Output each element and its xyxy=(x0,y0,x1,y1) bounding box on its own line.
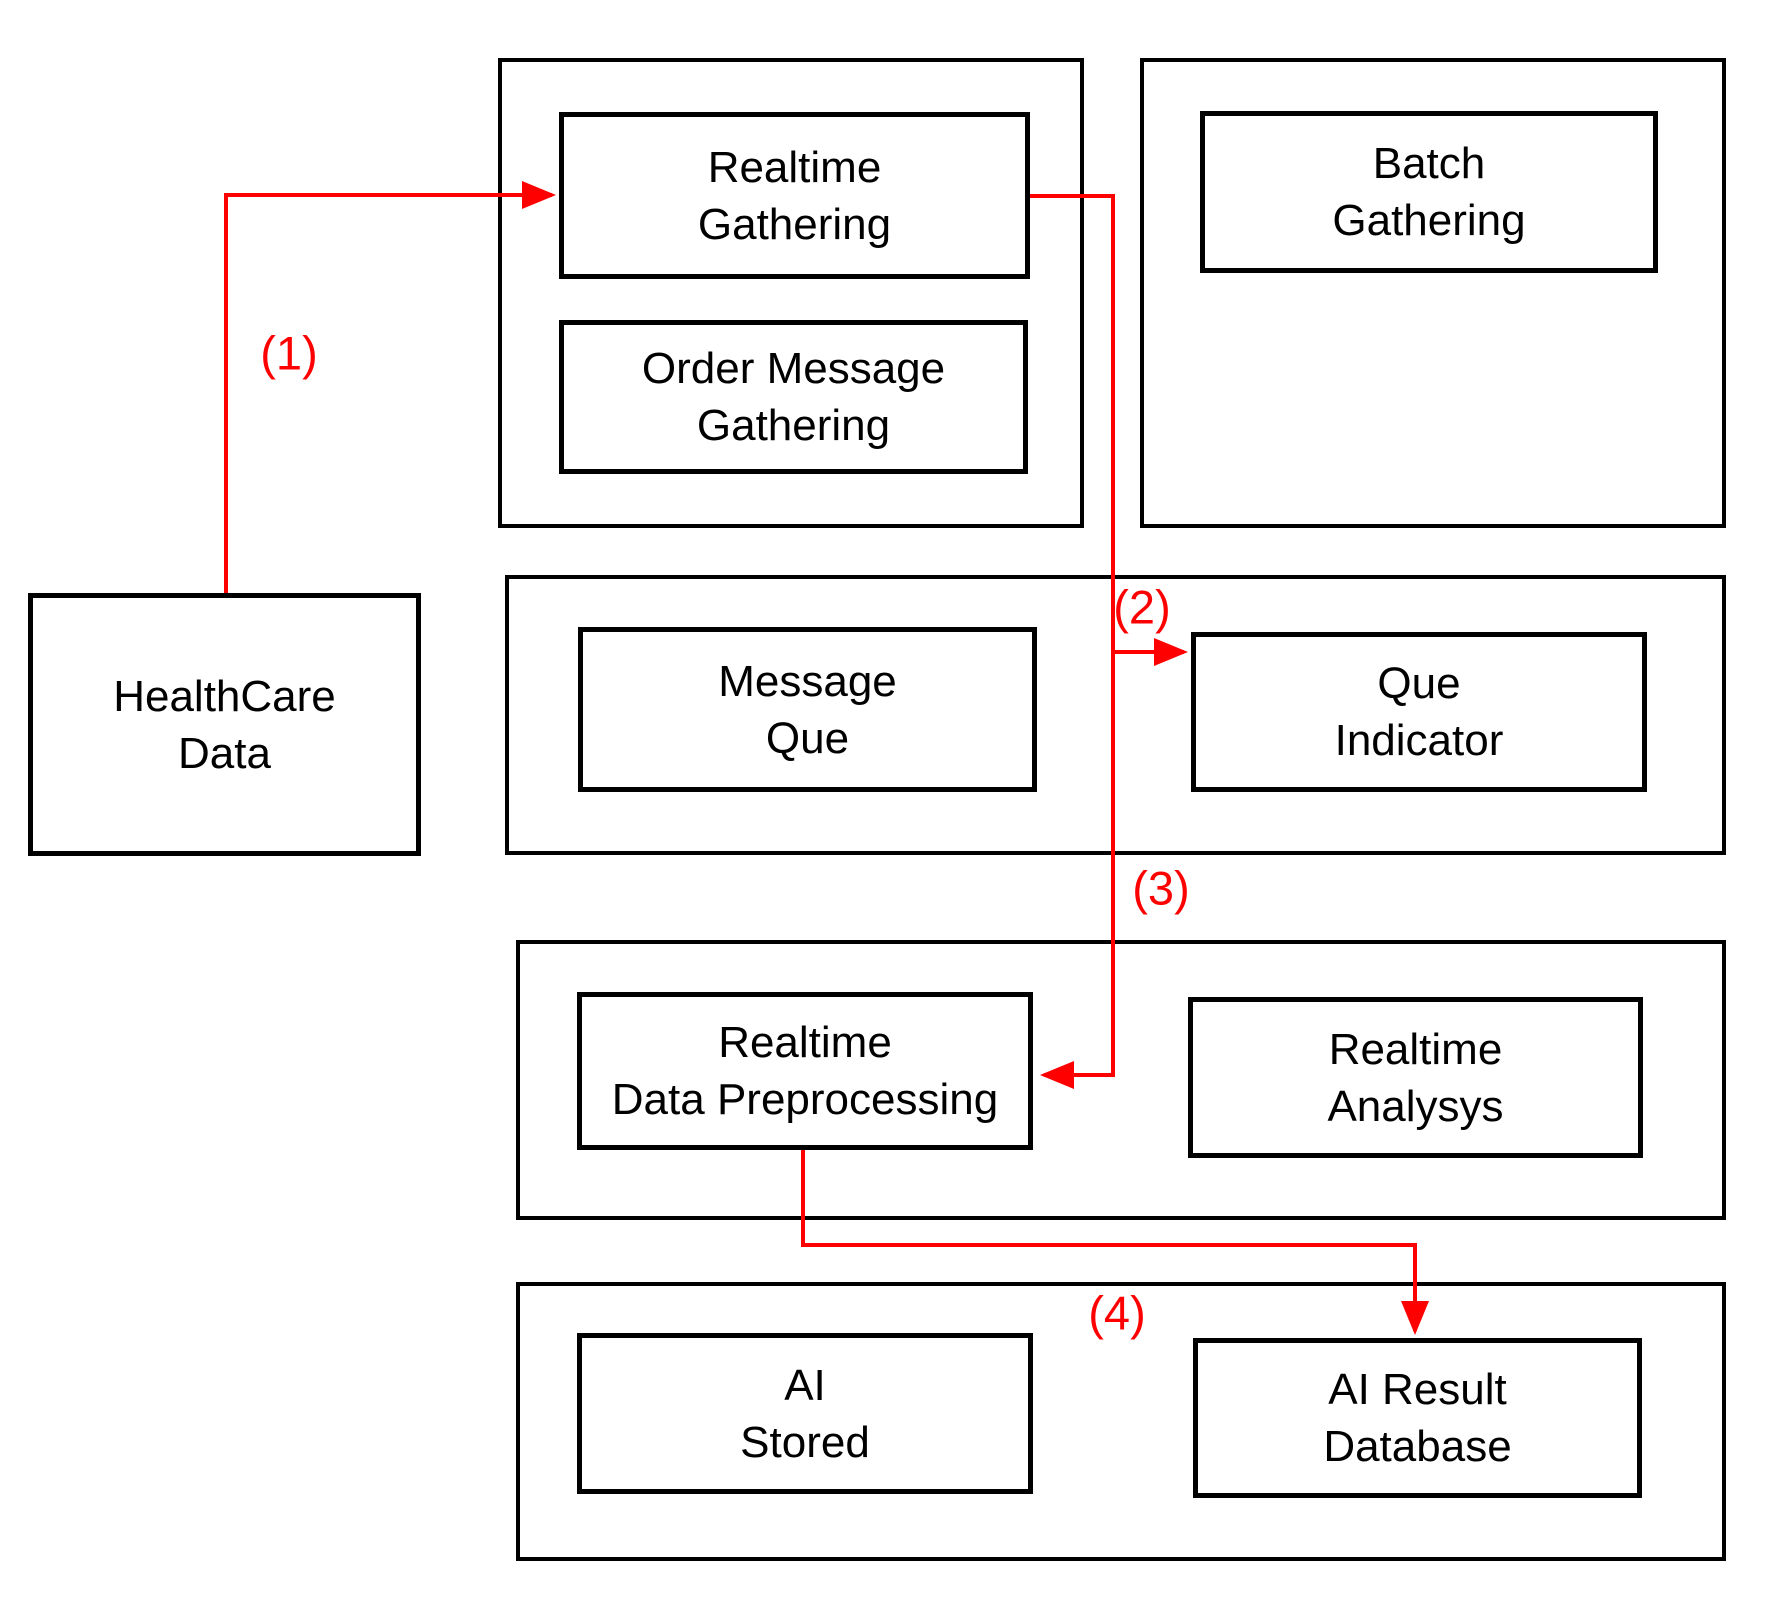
node-batch-gathering: Batch Gathering xyxy=(1200,111,1658,273)
node-label-line: Analysys xyxy=(1327,1081,1504,1131)
node-label-line: Indicator xyxy=(1334,716,1504,765)
node-label-line: Realtime xyxy=(1328,1024,1503,1074)
node-message-que: Message Que xyxy=(578,627,1037,792)
flow-step-label-4: (4) xyxy=(1088,1286,1146,1340)
node-label-line: Realtime xyxy=(707,142,882,192)
node-label-line: Gathering xyxy=(697,199,892,249)
node-realtime-data-preprocessing: Realtime Data Preprocessing xyxy=(577,992,1033,1150)
node-label-line: Order Message xyxy=(641,344,946,393)
node-healthcare-data: HealthCare Data xyxy=(28,593,421,856)
flow-step-label-3: (3) xyxy=(1132,861,1190,915)
flow-step-label-2: (2) xyxy=(1113,580,1171,634)
node-label-line: Gathering xyxy=(1332,196,1526,245)
node-label-line: Data xyxy=(178,728,271,778)
node-ai-stored: AI Stored xyxy=(577,1333,1033,1494)
node-label-line: Gathering xyxy=(696,401,891,450)
node-label-line: AI xyxy=(784,1360,826,1410)
node-label-line: Que xyxy=(1377,659,1461,708)
node-label-line: Message xyxy=(718,656,897,706)
node-realtime-analysys: Realtime Analysys xyxy=(1188,997,1643,1158)
node-label-line: Data Preprocessing xyxy=(611,1075,999,1124)
node-ai-result-database: AI Result Database xyxy=(1193,1338,1642,1498)
node-label-line: HealthCare xyxy=(113,671,336,721)
node-label-line: Database xyxy=(1323,1422,1512,1471)
node-label-line: Que xyxy=(765,713,850,763)
node-que-indicator: Que Indicator xyxy=(1191,632,1647,792)
node-label-line: Stored xyxy=(740,1417,870,1467)
node-order-message-gathering: Order Message Gathering xyxy=(559,320,1028,474)
node-label-line: AI Result xyxy=(1328,1365,1507,1414)
node-label-line: Batch xyxy=(1372,139,1486,188)
node-realtime-gathering: Realtime Gathering xyxy=(559,112,1030,279)
flow-step-label-1: (1) xyxy=(260,326,318,380)
node-label-line: Realtime xyxy=(718,1018,892,1067)
